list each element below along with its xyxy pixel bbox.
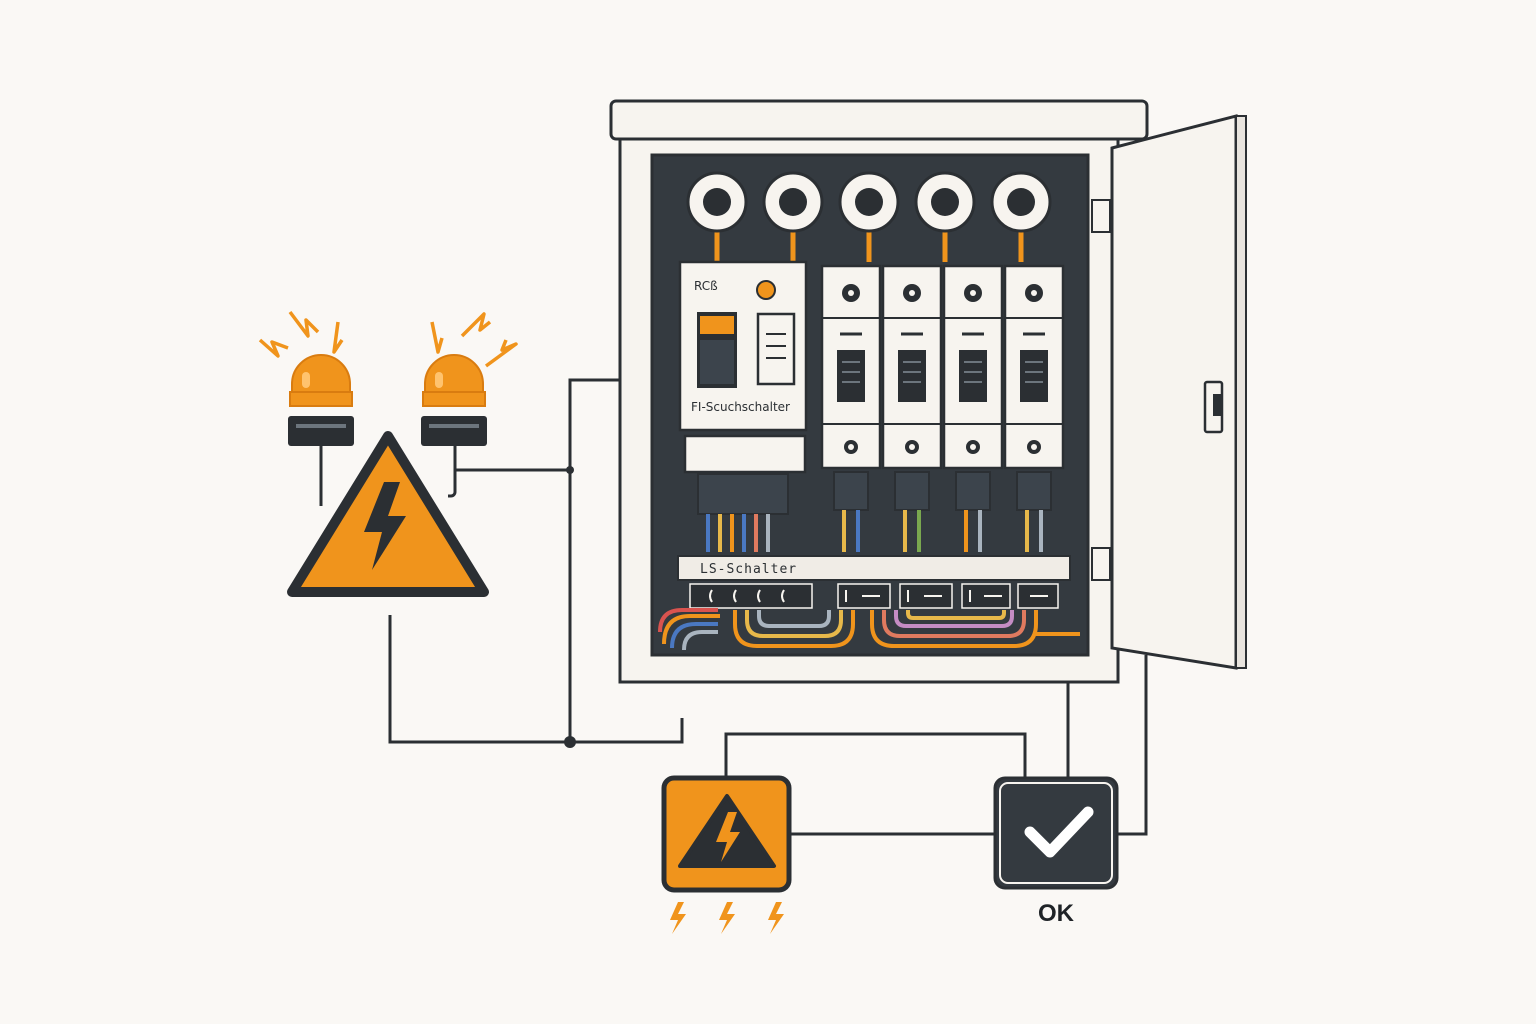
line-warning-to-ok-top [724,732,1027,778]
rcd-test-indicator-icon [756,280,776,300]
door-latch [1213,394,1223,416]
cabinet-door[interactable] [1110,114,1247,670]
rcd-terminal-block [697,473,789,515]
junction-dot [564,736,576,748]
cabinet-roof [609,99,1149,141]
junction-dot [566,466,574,474]
cable-gland [838,171,900,262]
warning-beacon-icon [421,312,518,498]
checkmark-icon [1024,806,1094,858]
fi-switch-label: FI-Scuchschalter [691,400,790,414]
line-ok-to-door [1118,655,1148,836]
bottom-cables [658,608,1080,651]
spark [484,339,518,368]
lightning-bolt-icon [670,902,784,934]
high-voltage-warning-box-icon[interactable] [661,775,792,893]
mcb-breaker[interactable] [820,264,882,470]
line-cabinet-to-junction [568,378,620,742]
high-voltage-triangle-icon [287,431,489,597]
mcb-toggle [837,350,865,402]
ok-status-box[interactable] [993,776,1119,890]
ls-switch-label: LS-Schalter [700,562,797,577]
spark [430,321,444,354]
mcb-terminals [833,471,1052,511]
line-triangle-to-bottom [388,615,684,744]
connection-lines [388,378,1148,836]
warning-beacon-icon [258,310,354,506]
mcb-toggle [959,350,987,402]
spark [460,312,492,338]
rcd-test-button[interactable] [756,312,796,386]
cable-gland [914,171,976,262]
spark [332,321,344,354]
rcd-label: RCß [694,279,718,293]
mcb-toggle [898,350,926,402]
mcb-breaker[interactable] [881,264,943,470]
terminal-strip [689,583,1059,609]
mcb-breakers [820,264,1065,470]
ls-switch-rail: LS-Schalter [677,555,1071,581]
ok-label: OK [1038,900,1075,927]
mcb-breaker[interactable] [1003,264,1065,470]
cable-gland [990,171,1052,262]
rcd-base [683,434,807,474]
mcb-toggle [1020,350,1048,402]
hinge [1091,547,1111,581]
hinge [1091,199,1111,233]
rcd-module[interactable]: RCß FI-Scuchschalter [678,260,808,515]
cable-gland [762,171,824,262]
cable-gland [686,171,748,262]
spark [258,338,289,358]
mcb-breaker[interactable] [942,264,1004,470]
cable-glands [686,171,1052,262]
vertical-wires [706,510,1043,552]
spark [288,310,320,338]
